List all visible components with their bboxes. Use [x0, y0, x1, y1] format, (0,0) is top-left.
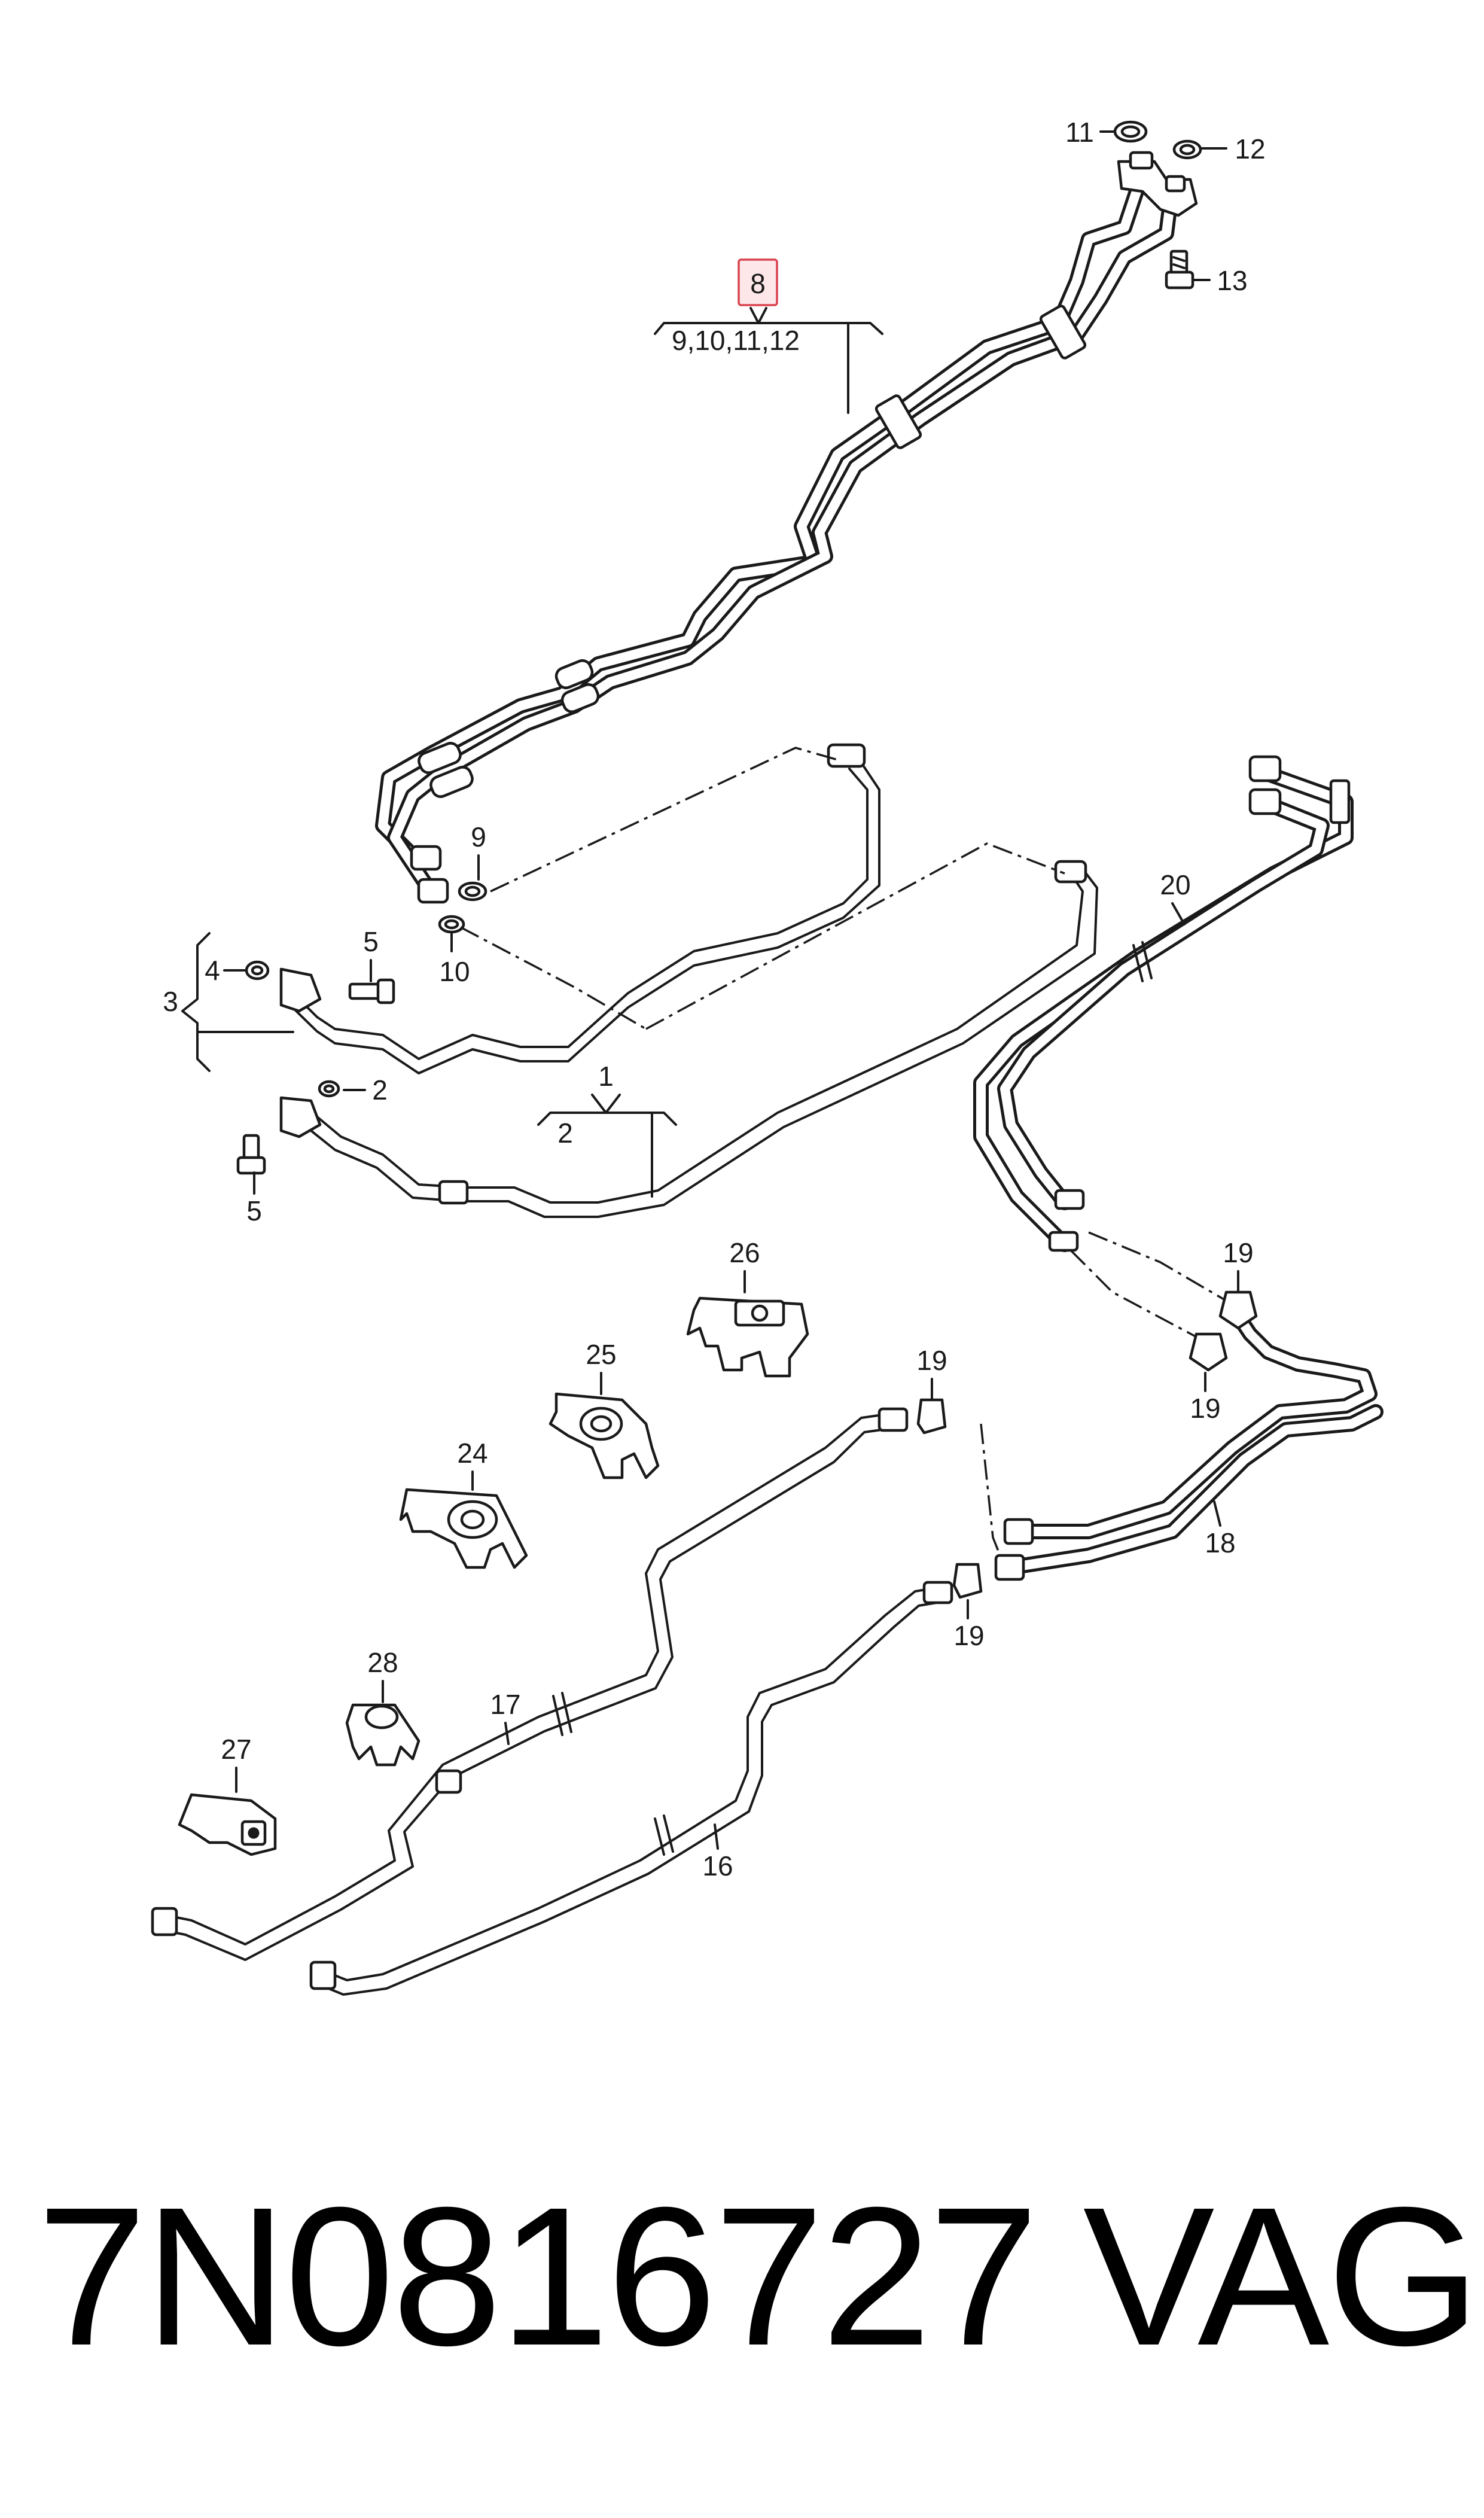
callout-19-lower[interactable]: 19	[953, 1620, 984, 1651]
o-ring-9-icon	[458, 881, 487, 902]
bracket-26-icon	[686, 1296, 809, 1378]
clamp-19-lower-icon	[952, 1563, 983, 1599]
callout-24[interactable]: 24	[457, 1438, 487, 1469]
callout-25[interactable]: 25	[586, 1339, 616, 1370]
pipe-assembly-8	[375, 151, 1198, 904]
brand-label: VAG	[1083, 2166, 1480, 2386]
callout-12[interactable]: 12	[1235, 133, 1265, 165]
callout-9[interactable]: 9	[471, 821, 486, 852]
callout-19-right-lower[interactable]: 19	[1190, 1393, 1220, 1424]
bolt-5-lower-icon	[236, 1134, 266, 1175]
callout-1[interactable]: 1	[598, 1061, 614, 1092]
callout-10[interactable]: 10	[439, 956, 470, 987]
callout-8-sub: 9,10,11,12	[672, 325, 800, 356]
pipe-17	[151, 1407, 909, 1961]
callout-4[interactable]: 4	[205, 955, 220, 986]
bolt-13-icon	[1165, 249, 1194, 290]
o-ring-2-icon	[318, 1080, 340, 1098]
part-number: 7N0816727	[37, 2166, 1039, 2386]
callout-11[interactable]: 11	[1065, 117, 1094, 148]
pipe-1	[279, 860, 1098, 1218]
footer: 7N0816727 VAG	[0, 2178, 1484, 2429]
callout-18[interactable]: 18	[1205, 1527, 1235, 1558]
hose-18	[994, 1308, 1384, 1581]
clamp-19-right-upper-icon	[1218, 1290, 1258, 1330]
callout-16[interactable]: 16	[702, 1850, 733, 1881]
callout-27[interactable]: 27	[221, 1734, 251, 1765]
pipe-ties	[552, 941, 1153, 1856]
callout-3[interactable]: 3	[163, 986, 178, 1017]
bolt-5-upper-icon	[348, 978, 395, 1004]
pipe-3	[279, 743, 880, 1074]
clamp-19-right-lower-icon	[1189, 1332, 1228, 1372]
callout-2-upper[interactable]: 2	[372, 1074, 388, 1106]
clamp-19-middle-icon	[916, 1398, 947, 1435]
callout-8[interactable]: 8	[750, 268, 766, 299]
parts-diagram: 8 9,10,11,12 11 12 13 9 10 3 4 5 2 5 1 2…	[151, 117, 1384, 1996]
o-ring-10-icon	[438, 915, 465, 934]
highlight-box-8	[738, 258, 778, 306]
callout-19-middle[interactable]: 19	[916, 1345, 947, 1376]
o-ring-4-icon	[245, 960, 270, 981]
callout-19-right-upper[interactable]: 19	[1223, 1237, 1253, 1268]
bracket-25-icon	[548, 1392, 660, 1479]
pipe-20	[973, 755, 1354, 1252]
bracket-24-icon	[399, 1488, 528, 1569]
bracket-27-icon	[178, 1793, 277, 1856]
callout-13[interactable]: 13	[1217, 265, 1247, 296]
bracket-28-icon	[345, 1703, 420, 1767]
callout-5-upper[interactable]: 5	[363, 926, 379, 957]
callout-5-lower[interactable]: 5	[246, 1195, 262, 1226]
o-ring-12-icon	[1172, 139, 1202, 160]
callout-20[interactable]: 20	[1160, 869, 1190, 900]
callout-labels: 8 9,10,11,12 11 12 13 9 10 3 4 5 2 5 1 2…	[163, 117, 1265, 1881]
assembly-guide-lines	[460, 747, 1233, 1568]
callout-2-lower[interactable]: 2	[557, 1118, 573, 1149]
callout-17[interactable]: 17	[490, 1689, 520, 1720]
callout-28[interactable]: 28	[367, 1647, 398, 1678]
callout-26[interactable]: 26	[729, 1237, 760, 1268]
o-ring-11-icon	[1113, 120, 1148, 143]
leader-lines	[181, 130, 1239, 1850]
pipe-16	[309, 1581, 953, 1996]
